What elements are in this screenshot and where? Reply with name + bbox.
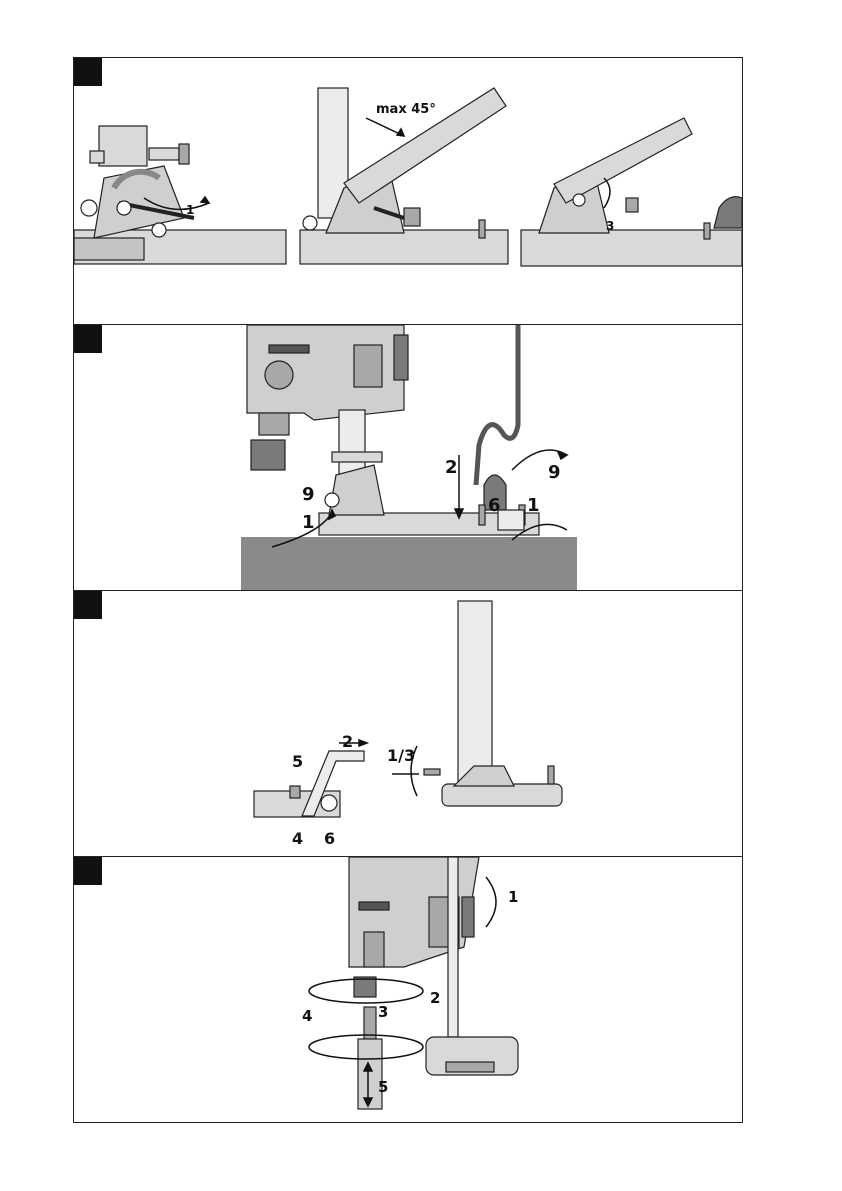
figure-4-illustration: 1 2 3 4 5 [74,857,742,1122]
step-4-label: 4 [292,829,303,848]
step-1b-label: 1 [527,495,540,516]
figure-2-illustration: 1 9 2 6 1 9 [74,325,742,591]
step-5-label: 5 [292,752,303,771]
figure-3-illustration: 5 2 1/3 4 6 [74,591,742,857]
figure-panel-3: 5 2 1/3 4 6 [74,591,742,857]
figure-panel-2: 1 9 2 6 1 9 [74,325,742,591]
step-1-label: 1 [508,888,518,906]
step-1a-label: 1 [302,512,315,533]
step-3-label: 3 [378,1003,388,1021]
step-2-label: 2 [430,989,440,1007]
step-3-label: 3 [606,219,614,233]
step-4-label: 4 [302,1007,312,1025]
figure-1-illustration: max 45° 1 3 [74,58,742,325]
figure-panel-4: 1 2 3 4 5 [74,857,742,1122]
angle-label: max 45° [376,102,436,117]
step-9b-label: 9 [548,462,561,483]
step-2-label: 2 [445,457,458,478]
figure-sheet: max 45° 1 3 [73,57,743,1123]
figure-panel-1: max 45° 1 3 [74,58,742,325]
step-9a-label: 9 [302,484,315,505]
step-1-label: 1 [186,203,194,217]
step-6-label: 6 [488,495,501,516]
step-2-label: 2 [342,732,353,751]
step-6-label: 6 [324,829,335,848]
step-5-label: 5 [378,1078,388,1096]
step-1-3-label: 1/3 [387,746,415,765]
